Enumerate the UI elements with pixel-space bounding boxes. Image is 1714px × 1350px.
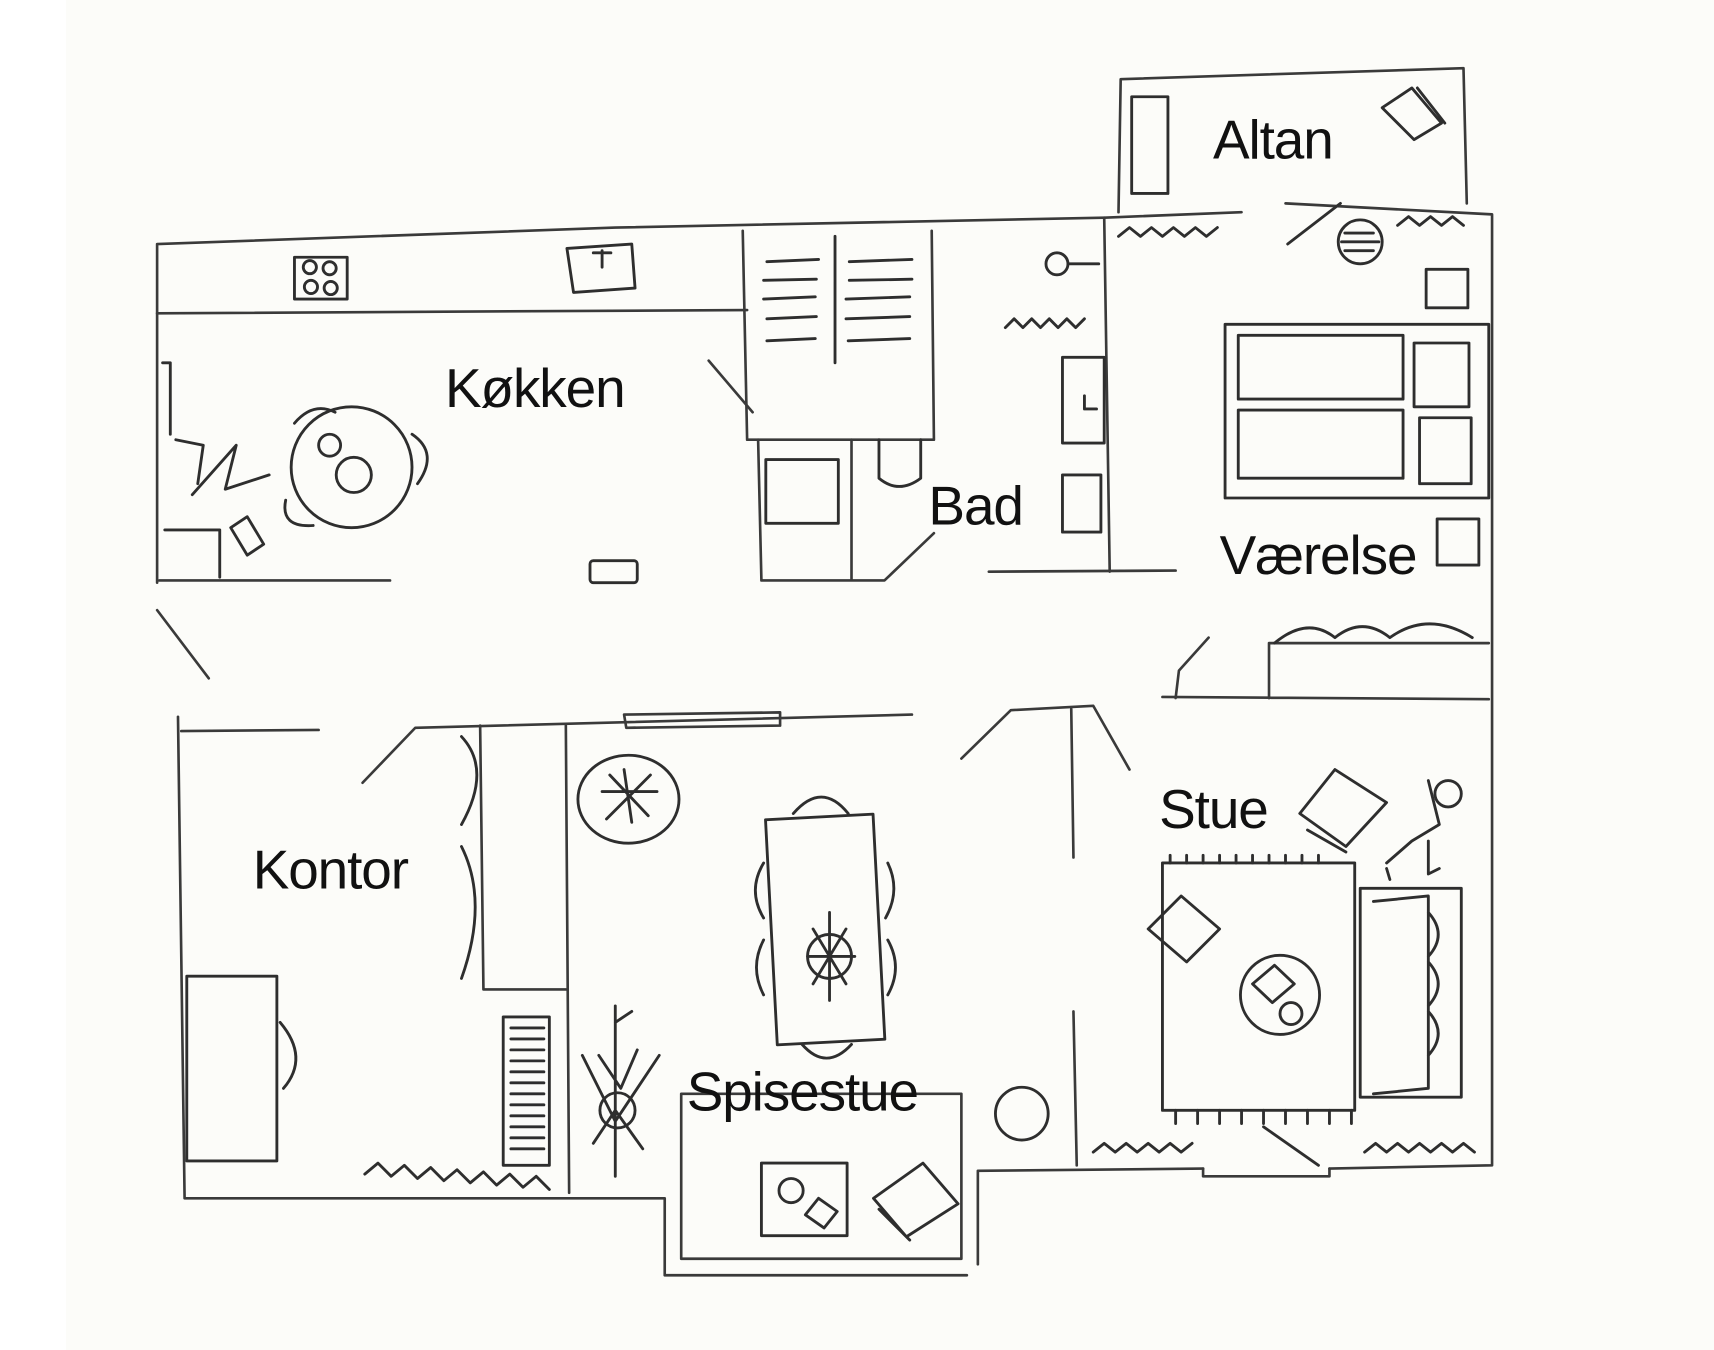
- walls: [155, 66, 1494, 1277]
- room-label-vaerelse: Værelse: [1220, 524, 1417, 586]
- room-label-stue: Stue: [1159, 778, 1268, 840]
- room-label-kokken: Køkken: [445, 357, 625, 419]
- room-label-bad: Bad: [928, 474, 1022, 536]
- room-label-altan: Altan: [1213, 108, 1333, 170]
- room-label-spisestue: Spisestue: [687, 1060, 918, 1122]
- room-label-kontor: Kontor: [253, 838, 409, 900]
- furniture: [161, 86, 1491, 1242]
